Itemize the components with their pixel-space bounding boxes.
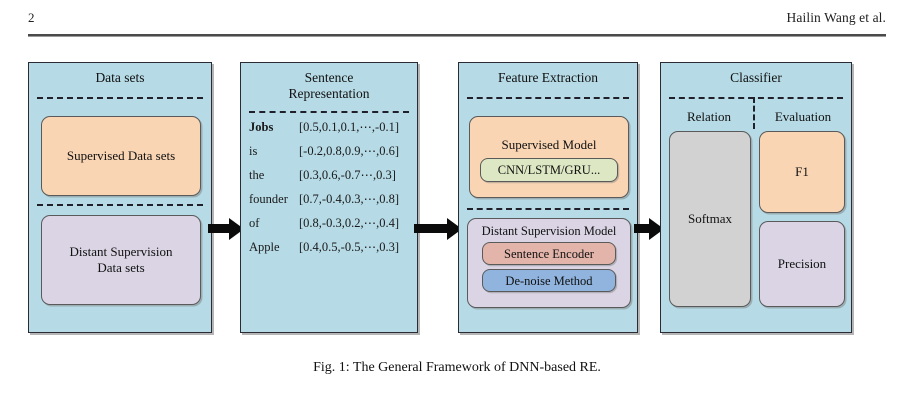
box-softmax: Softmax — [669, 131, 751, 307]
token-vector: [0.8,-0.3,0.2,⋯,0.4] — [299, 216, 399, 230]
page-number: 2 — [28, 10, 35, 25]
token-word: the — [249, 168, 265, 182]
table-row: Apple [0.4,0.5,-0.5,⋯,0.3] — [247, 240, 415, 264]
panel-classifier-title: Classifier — [730, 70, 782, 85]
page-header: 2 Hailin Wang et al. — [0, 0, 914, 46]
token-embedding-table: Jobs [0.5,0.1,0.1,⋯,-0.1] is [-0.2,0.8,0… — [247, 120, 415, 264]
box-f1-label: F1 — [795, 164, 809, 179]
box-sentence-encoder: Sentence Encoder — [482, 242, 616, 265]
panel-data-sets-divider-top — [37, 97, 203, 99]
token-vector: [0.7,-0.4,0.3,⋯,0.8] — [299, 192, 399, 206]
token-vector: [0.4,0.5,-0.5,⋯,0.3] — [299, 240, 399, 254]
table-row: of [0.8,-0.3,0.2,⋯,0.4] — [247, 216, 415, 240]
header-rule — [28, 34, 886, 37]
table-row: Jobs [0.5,0.1,0.1,⋯,-0.1] — [247, 120, 415, 144]
figure-caption: Fig. 1: The General Framework of DNN-bas… — [313, 360, 601, 375]
table-row: the [0.3,0.6,-0.7⋯,0.3] — [247, 168, 415, 192]
panel-feature-extraction-title: Feature Extraction — [497, 70, 599, 85]
panel-sentence-title-line1: Sentence — [304, 70, 354, 85]
token-vector: [0.3,0.6,-0.7⋯,0.3] — [299, 168, 396, 182]
arrow-sentence-to-feature — [414, 217, 462, 240]
token-word: Apple — [249, 240, 280, 254]
box-supervised-model: Supervised Model CNN/LSTM/GRU... — [469, 116, 629, 198]
box-supervised-model-label: Supervised Model — [501, 136, 597, 152]
column-header-relation: Relation — [686, 109, 732, 124]
arrow-datasets-to-sentence — [208, 217, 244, 240]
box-supervised-data-sets-label: Supervised Data sets — [66, 148, 176, 163]
panel-data-sets-title: Data sets — [95, 70, 145, 85]
panel-data-sets-divider-mid — [37, 204, 203, 206]
box-f1: F1 — [759, 131, 845, 213]
panel-classifier-divider-top — [669, 97, 843, 99]
box-distant-supervision-model: Distant Supervision Model Sentence Encod… — [467, 218, 631, 308]
box-cnn-lstm-gru: CNN/LSTM/GRU... — [480, 157, 618, 182]
arrow-shaft — [634, 224, 649, 233]
token-word: of — [249, 216, 260, 230]
box-distant-supervision-model-label: Distant Supervision Model — [481, 224, 617, 238]
panel-feature-divider-mid — [467, 208, 629, 210]
panel-sentence-representation: Sentence Representation Jobs [0.5,0.1,0.… — [240, 62, 418, 333]
arrow-shaft — [414, 224, 447, 233]
panel-classifier-column-divider — [753, 97, 755, 129]
token-vector: [-0.2,0.8,0.9,⋯,0.6] — [299, 144, 399, 158]
panel-data-sets: Data sets Supervised Data sets Distant S… — [28, 62, 212, 333]
token-word: founder — [249, 192, 288, 206]
column-header-evaluation: Evaluation — [774, 109, 832, 124]
box-precision-label: Precision — [777, 256, 827, 271]
token-vector: [0.5,0.1,0.1,⋯,-0.1] — [299, 120, 399, 134]
running-head: Hailin Wang et al. — [786, 10, 886, 25]
box-distant-supervision-data-sets: Distant Supervision Data sets — [41, 215, 201, 305]
table-row: founder [0.7,-0.4,0.3,⋯,0.8] — [247, 192, 415, 216]
box-de-noise-method: De-noise Method — [482, 269, 616, 292]
panel-sentence-title-line2: Representation — [288, 86, 370, 101]
framework-figure: Data sets Supervised Data sets Distant S… — [0, 56, 914, 356]
panel-sentence-divider — [249, 111, 409, 113]
token-word: is — [249, 144, 258, 158]
box-supervised-data-sets: Supervised Data sets — [41, 116, 201, 196]
box-distant-supervision-data-sets-line2: Data sets — [97, 260, 145, 275]
arrow-shaft — [208, 224, 229, 233]
box-softmax-label: Softmax — [687, 211, 733, 226]
panel-sentence-representation-title: Sentence Representation — [241, 63, 417, 102]
table-row: is [-0.2,0.8,0.9,⋯,0.6] — [247, 144, 415, 168]
panel-feature-divider-top — [467, 97, 629, 99]
panel-classifier: Classifier Relation Evaluation Softmax F… — [660, 62, 852, 333]
token-word: Jobs — [249, 120, 274, 134]
box-distant-supervision-data-sets-line1: Distant Supervision — [69, 244, 173, 259]
panel-feature-extraction: Feature Extraction Supervised Model CNN/… — [458, 62, 638, 333]
box-precision: Precision — [759, 221, 845, 307]
